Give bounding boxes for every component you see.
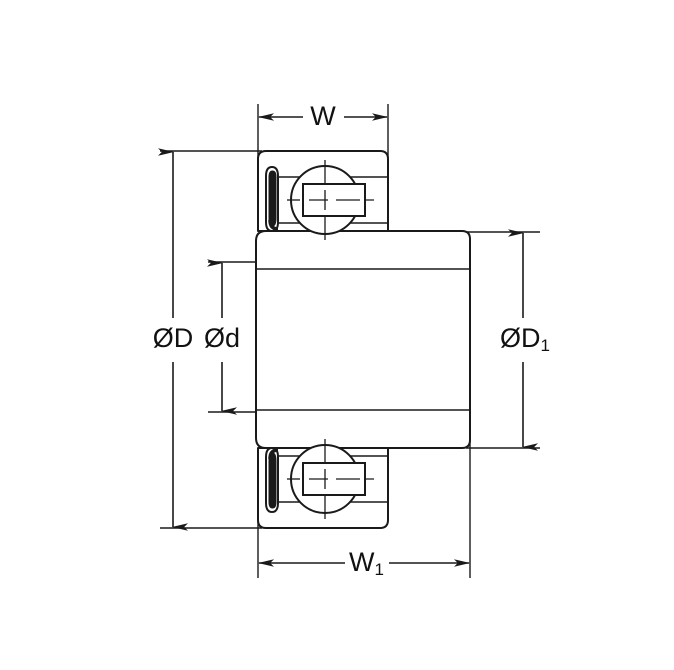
dimension-label-od1-subscript: 1: [541, 336, 550, 355]
dimension-od-small: Ød: [204, 259, 240, 415]
dimension-label-w1-main: W: [349, 547, 375, 577]
dimension-label-od-small: Ød: [204, 323, 240, 353]
dimension-label-od: ØD: [153, 323, 194, 353]
snap-ring-lower-body: [268, 452, 277, 509]
dimension-w1: W1: [258, 547, 470, 579]
dimension-label-od1: ØD1: [500, 323, 550, 355]
snap-ring-upper-group: [265, 165, 279, 233]
snap-ring-lower-tail: [268, 448, 279, 460]
snap-ring-upper-tail: [268, 219, 279, 231]
dimension-w: W: [258, 101, 388, 131]
dimension-od1: ØD1: [500, 229, 550, 451]
set-screw-upper-group: [302, 183, 366, 217]
inner-ring: [255, 230, 471, 449]
dimension-label-w1: W1: [349, 547, 384, 579]
dimension-label-w1-subscript: 1: [374, 560, 383, 579]
snap-ring-lower-group: [265, 446, 279, 514]
snap-ring-upper-body: [268, 170, 277, 227]
dimension-od: ØD: [153, 148, 194, 531]
set-screw-lower-group: [302, 462, 366, 496]
dimension-label-w: W: [310, 101, 336, 131]
dimension-label-od1-main: ØD: [500, 323, 541, 353]
